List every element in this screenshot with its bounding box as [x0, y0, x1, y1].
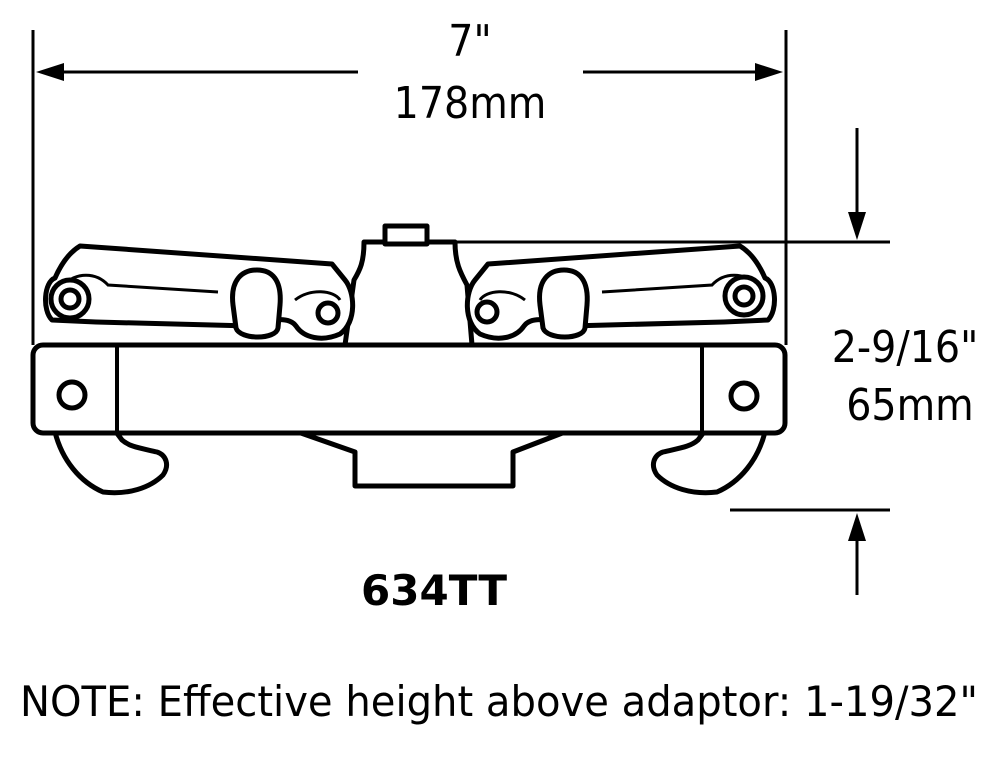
width-dimension: 7" 178mm — [31, 16, 788, 345]
height-arrow-bottom — [848, 513, 866, 541]
right-arm-end-hole — [474, 299, 500, 325]
base-hole-right — [728, 380, 760, 412]
base-hole-left — [56, 379, 88, 411]
model-label: 634TT — [361, 566, 507, 615]
width-arrow-left — [36, 63, 64, 81]
height-inches-label: 2-9/16" — [832, 322, 979, 373]
right-hook — [650, 429, 768, 496]
left-arm-end-hole — [315, 300, 341, 326]
height-arrow-top — [848, 212, 866, 240]
product-outline — [30, 223, 788, 496]
right-arm-knob — [537, 267, 590, 340]
note-text: NOTE: Effective height above adaptor: 1-… — [20, 677, 978, 726]
width-inches-label: 7" — [448, 16, 491, 67]
width-mm-label: 178mm — [394, 78, 547, 129]
height-mm-label: 65mm — [846, 380, 974, 431]
right-arm-pivot-inner — [732, 284, 756, 308]
bottom-center-block — [295, 429, 568, 489]
base-bar — [30, 342, 788, 436]
left-hook — [52, 429, 170, 496]
left-arm-knob — [230, 267, 283, 340]
center-post — [342, 239, 475, 348]
center-post-cap — [382, 223, 430, 247]
left-arm-pivot-inner — [58, 287, 82, 311]
height-dimension: 2-9/16" 65mm — [455, 128, 978, 595]
width-arrow-right — [755, 63, 783, 81]
